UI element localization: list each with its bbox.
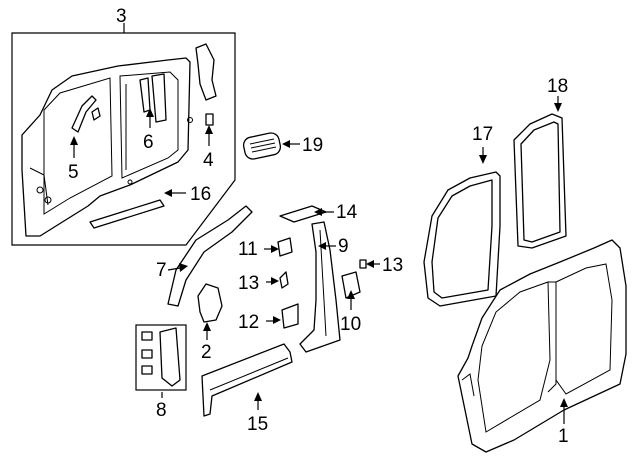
part-7-shape [167, 205, 253, 307]
part-17-shape [423, 171, 501, 307]
callout-1: 1 [558, 426, 569, 447]
part-15-detail [209, 357, 289, 391]
part-2-shape [197, 283, 223, 323]
leader-lines [70, 96, 568, 424]
part-18-shape [513, 113, 567, 249]
callout-18: 18 [547, 76, 568, 97]
side-panel-assembly [21, 57, 193, 237]
callout-12: 12 [238, 312, 259, 333]
callout-15: 15 [247, 414, 268, 435]
callout-3: 3 [116, 6, 127, 27]
callout-7: 7 [156, 260, 167, 281]
part-9-detail [319, 229, 327, 337]
callout-13b: 13 [382, 255, 403, 276]
callout-4: 4 [203, 150, 214, 171]
part-12-shape [281, 303, 299, 329]
callout-8: 8 [156, 400, 167, 421]
callout-13a: 13 [238, 273, 259, 294]
callout-16: 16 [190, 184, 211, 205]
callout-9: 9 [338, 236, 349, 257]
part-6b-shape [151, 73, 167, 123]
part-15-shape [201, 343, 293, 417]
part-10-shape [341, 271, 361, 299]
part-8-group [135, 324, 187, 391]
part-5-shape [71, 95, 97, 133]
part-4-shape [195, 43, 217, 126]
callout-labels: 3 5 6 4 16 19 14 9 11 7 13 13 12 10 2 8 … [68, 6, 569, 447]
callout-14: 14 [336, 202, 358, 223]
callout-17: 17 [472, 124, 493, 145]
callout-19: 19 [302, 135, 323, 156]
part-5b-shape [91, 107, 101, 121]
callout-5: 5 [68, 162, 79, 183]
part-13b-shape [359, 259, 367, 269]
part-13a-shape [279, 271, 289, 289]
assembly-3-box [11, 23, 236, 246]
part-9-shape [299, 221, 341, 353]
part-16-shape [89, 199, 165, 229]
part-19-shape [242, 132, 282, 160]
part-11-shape [277, 237, 293, 257]
callout-10: 10 [340, 314, 361, 335]
part-1-shape [457, 239, 627, 453]
callout-11: 11 [238, 239, 258, 260]
callout-2: 2 [201, 342, 212, 363]
callout-6: 6 [143, 132, 154, 153]
